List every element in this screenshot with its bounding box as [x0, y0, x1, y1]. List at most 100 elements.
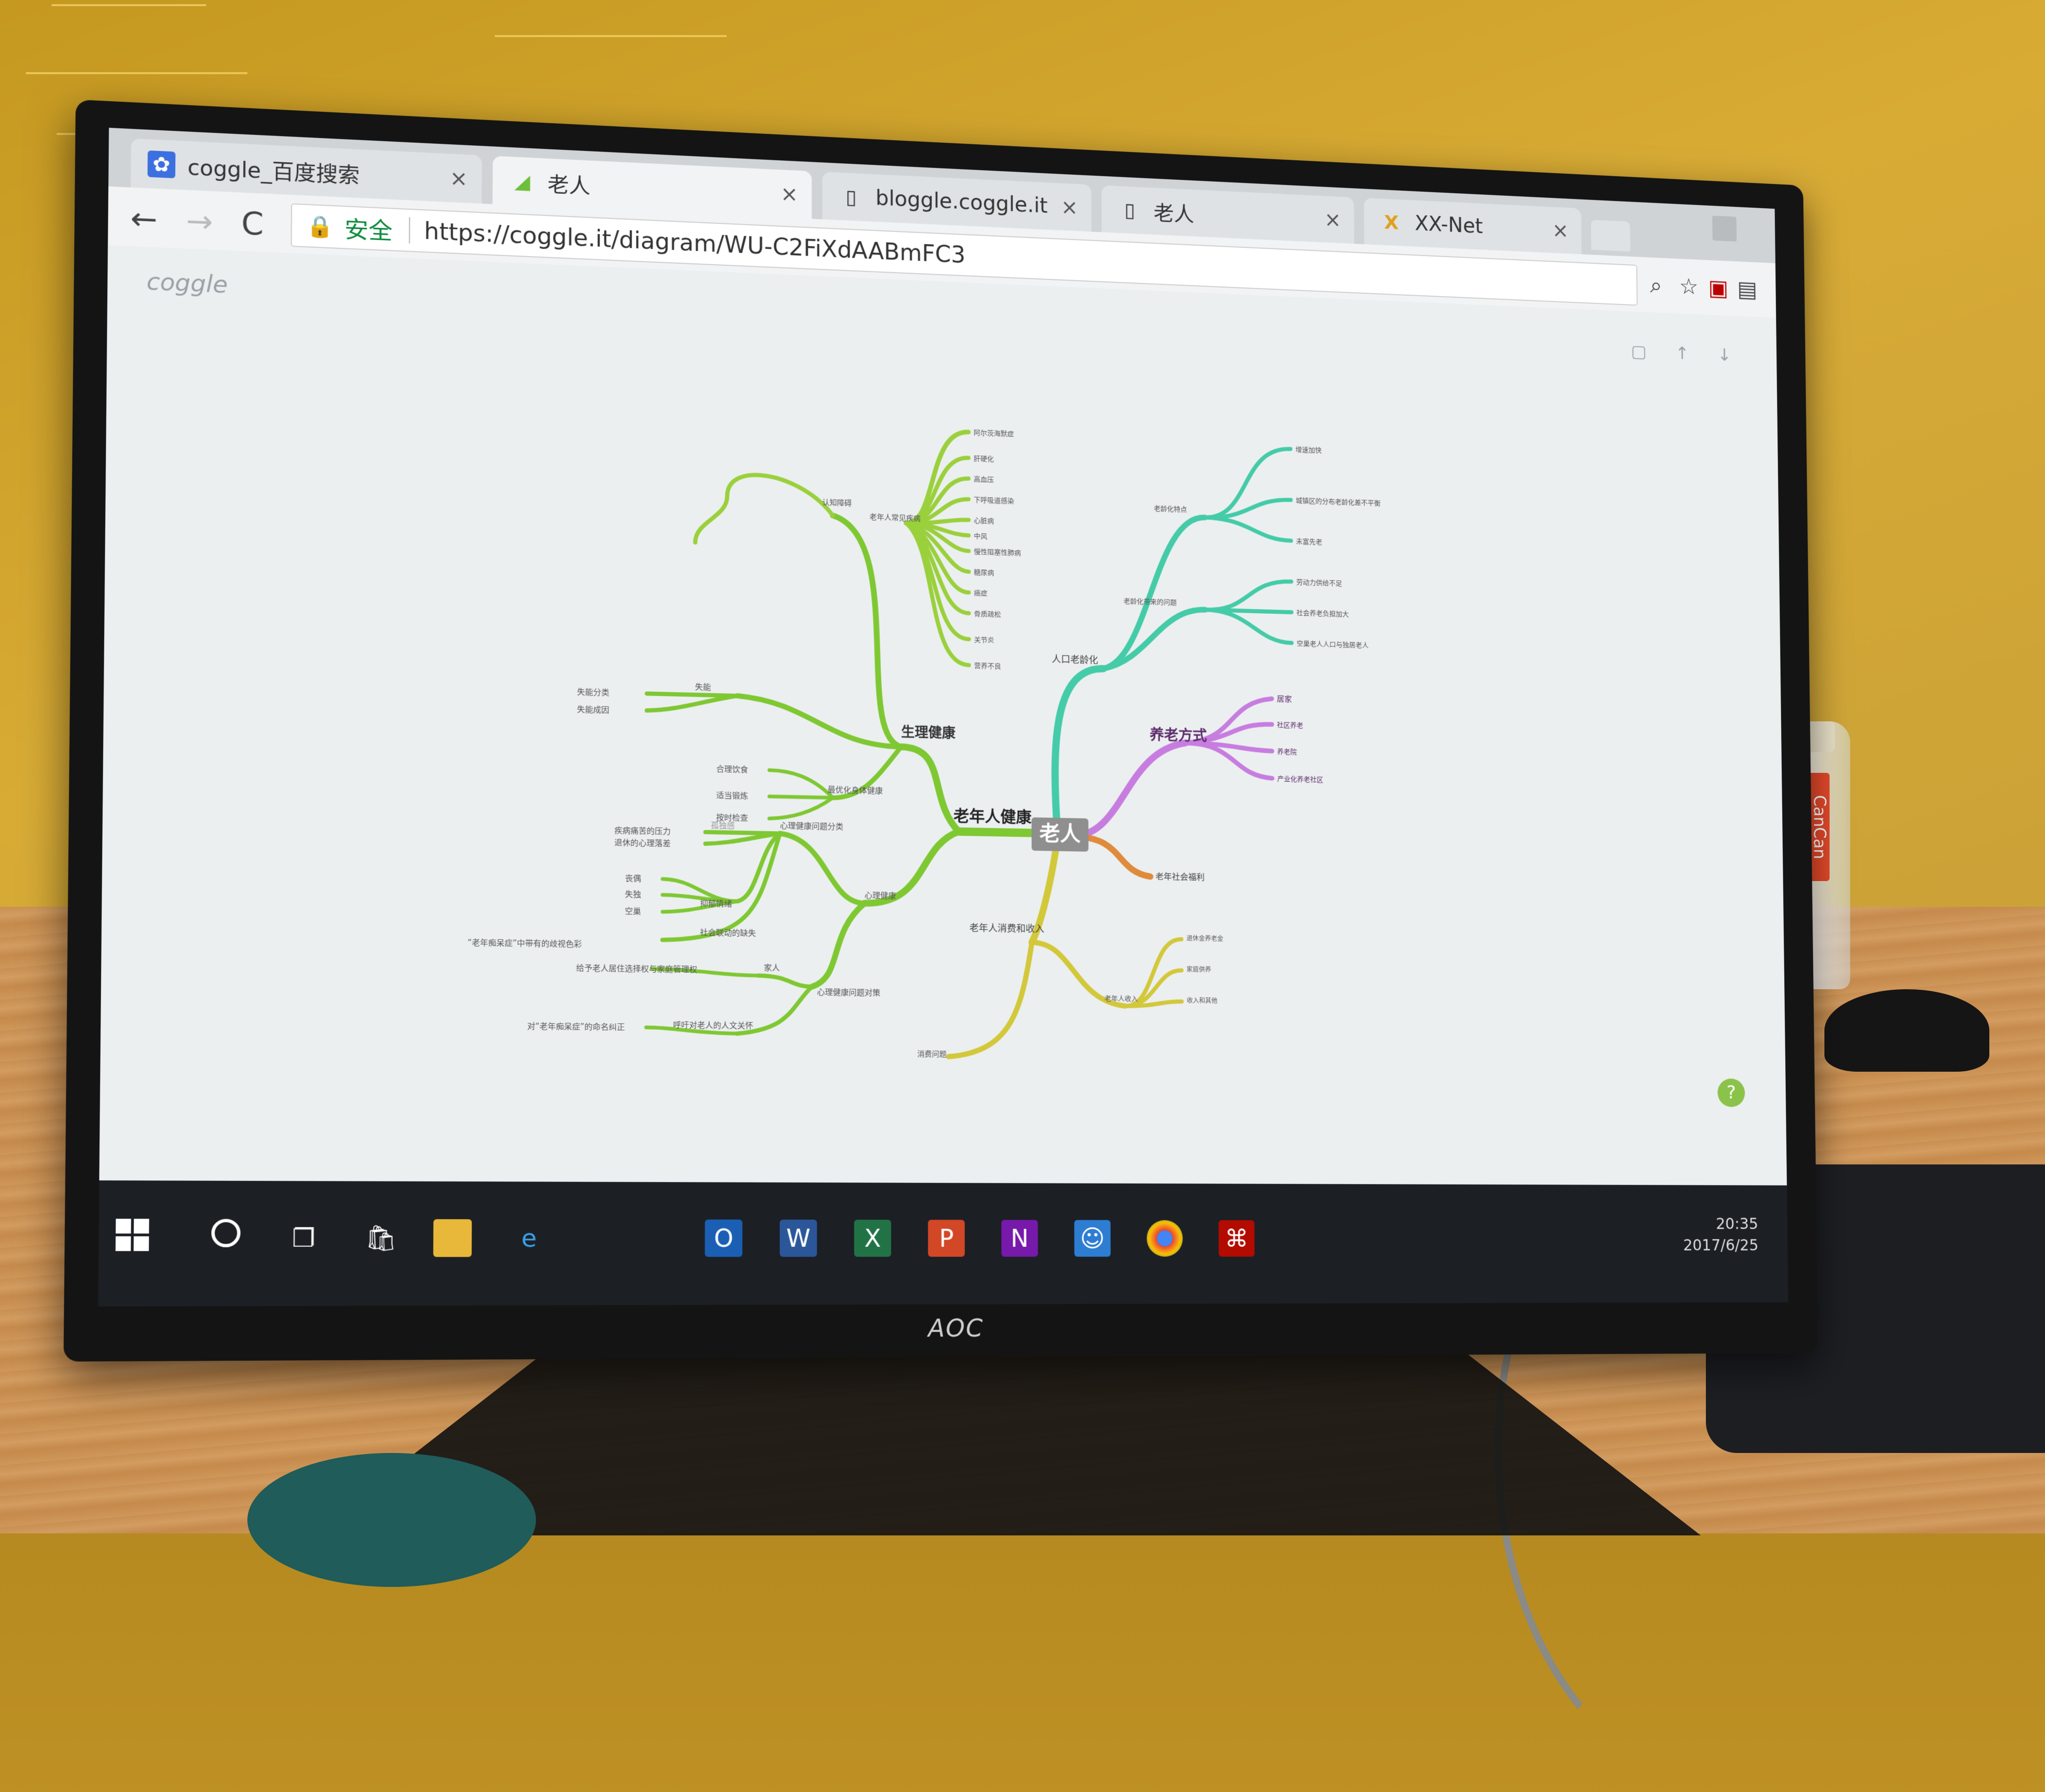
word-icon[interactable]: W — [780, 1220, 817, 1257]
node-pension-child[interactable]: 产业化养老社区 — [1277, 775, 1323, 784]
node-depression-child[interactable]: 空巢 — [625, 907, 641, 917]
forward-arrow-icon[interactable]: → — [186, 202, 213, 240]
node-family[interactable]: 家人 — [764, 963, 780, 973]
onenote-icon[interactable]: N — [1001, 1220, 1038, 1257]
node-disease[interactable]: 骨质疏松 — [974, 610, 1001, 619]
pdf-extension-icon[interactable]: ▣ — [1708, 275, 1729, 301]
node-diet-child[interactable]: 适当锻炼 — [716, 791, 748, 801]
profile-icon[interactable] — [1712, 216, 1736, 242]
node-pension-child[interactable]: 居家 — [1277, 695, 1292, 704]
node-loneliness[interactable]: 孤独感 — [711, 821, 735, 831]
node-physical[interactable]: 生理健康 — [901, 724, 956, 741]
node-depression-child[interactable]: 失独 — [625, 890, 641, 900]
node-pension[interactable]: 养老方式 — [1150, 726, 1208, 745]
node-income-child[interactable]: 家庭供养 — [1186, 966, 1211, 973]
node-consumption[interactable]: 老年人消费和收入 — [969, 923, 1044, 935]
node-income-child[interactable]: 收入和其他 — [1187, 997, 1218, 1005]
node-mental-left[interactable]: 疾病痛苦的压力 — [614, 826, 671, 836]
node-aging[interactable]: 人口老龄化 — [1052, 654, 1098, 666]
node-disease[interactable]: 糖尿病 — [974, 568, 994, 577]
node-social-link[interactable]: 社会联动的缺失 — [700, 928, 756, 938]
outlook-icon[interactable]: O — [705, 1220, 743, 1257]
node-aging-problem-child[interactable]: 空巢老人人口与独居老人 — [1297, 639, 1369, 649]
node-aging-feature[interactable]: 老龄化特点 — [1154, 504, 1187, 514]
node-aging-feature-child[interactable]: 城镇区的分布老龄化差不平衡 — [1296, 497, 1381, 508]
lock-icon: 🔒 — [306, 213, 333, 240]
node-cognitive[interactable]: 认知障碍 — [822, 498, 851, 508]
wall-light-reflection — [26, 72, 247, 74]
node-diet[interactable]: 最优化身体健康 — [828, 785, 883, 796]
node-disease[interactable]: 高血压 — [974, 475, 994, 484]
store-icon[interactable]: 🛍 — [362, 1219, 400, 1257]
back-arrow-icon[interactable]: ← — [130, 200, 158, 238]
file-explorer-icon[interactable] — [433, 1219, 472, 1257]
zoom-icon[interactable]: ⌕ — [1650, 273, 1662, 298]
close-icon[interactable]: × — [449, 166, 467, 192]
extension-icon[interactable]: ▤ — [1737, 276, 1757, 302]
node-pension-child[interactable]: 社区养老 — [1277, 721, 1303, 730]
windows-start-icon[interactable] — [115, 1219, 149, 1252]
node-family-child[interactable]: 给予老人居住选择权与家庭管理权 — [576, 963, 697, 974]
acrobat-icon[interactable]: ⌘ — [1218, 1220, 1254, 1257]
monitor: ✿ coggle_百度搜索 × ◢ 老人 × ▯ bloggle.coggle.… — [63, 99, 1818, 1362]
edge-icon[interactable]: e — [510, 1219, 548, 1257]
node-income[interactable]: 老年人收入 — [1104, 994, 1138, 1003]
node-disease[interactable]: 阿尔茨海默症 — [974, 429, 1014, 438]
page-icon: ▯ — [1117, 197, 1143, 224]
close-icon[interactable]: × — [780, 182, 798, 207]
contacts-icon[interactable]: ☺ — [1074, 1220, 1111, 1257]
node-humanism[interactable]: 呼吁对老人的人文关怀 — [673, 1020, 753, 1030]
reload-icon[interactable]: C — [241, 205, 264, 242]
node-disease[interactable]: 心脏病 — [974, 517, 994, 526]
node-disease[interactable]: 中风 — [974, 532, 987, 541]
powerpoint-icon[interactable]: P — [928, 1220, 965, 1257]
node-common-diseases[interactable]: 老年人常见疾病 — [869, 513, 920, 523]
node-disability-child[interactable]: 失能分类 — [577, 687, 610, 698]
node-pension-child[interactable]: 养老院 — [1277, 748, 1297, 756]
node-mental-class[interactable]: 心理健康问题分类 — [780, 821, 843, 831]
node-depression[interactable]: 抑郁情绪 — [700, 899, 732, 908]
node-mental-solution[interactable]: 心理健康问题对策 — [817, 988, 880, 998]
task-view-icon[interactable]: ❐ — [284, 1219, 323, 1257]
node-health[interactable]: 老年人健康 — [953, 807, 1032, 827]
node-humanism-child[interactable]: 对“老年痴呆症”的命名纠正 — [527, 1022, 625, 1032]
help-button[interactable]: ? — [1717, 1078, 1745, 1107]
node-disease[interactable]: 癌症 — [974, 589, 987, 598]
node-aging-problem-child[interactable]: 社会养老负担加大 — [1297, 609, 1349, 619]
node-disease[interactable]: 关节炎 — [974, 636, 994, 645]
coggle-page: coggle ▢ ↑ ↓ — [99, 245, 1787, 1186]
root-label: 老人 — [1040, 821, 1081, 846]
close-icon[interactable]: × — [1325, 208, 1342, 232]
node-depression-child[interactable]: 丧偶 — [625, 874, 641, 884]
node-disease[interactable]: 肝硬化 — [974, 454, 994, 463]
node-disease[interactable]: 下呼吸道感染 — [974, 495, 1014, 505]
node-aging-problem[interactable]: 老龄化带来的问题 — [1124, 597, 1177, 607]
omnibox-divider — [409, 217, 410, 243]
new-tab-button[interactable] — [1591, 220, 1630, 252]
url-text: https://coggle.it/diagram/WU-C2FiXdAABmF… — [424, 217, 966, 268]
node-mental-left[interactable]: 退休的心理落差 — [614, 838, 671, 848]
node-aging-feature-child[interactable]: 未富先老 — [1296, 537, 1322, 546]
close-icon[interactable]: × — [1061, 195, 1078, 219]
windows-taskbar: ❐ 🛍 e O W X P N ☺ ⌘ 20:35 2017/6/25 — [98, 1180, 1788, 1307]
node-disease[interactable]: 营养不良 — [974, 662, 1001, 670]
node-disability[interactable]: 失能 — [695, 682, 711, 692]
node-aging-feature-child[interactable]: 增速加快 — [1296, 446, 1322, 454]
clock-time: 20:35 — [1683, 1213, 1758, 1235]
close-icon[interactable]: × — [1552, 219, 1569, 243]
star-icon[interactable]: ☆ — [1679, 274, 1699, 300]
chrome-icon[interactable] — [1147, 1220, 1183, 1257]
system-clock[interactable]: 20:35 2017/6/25 — [1683, 1213, 1758, 1256]
node-welfare[interactable]: 老年社会福利 — [1155, 872, 1204, 882]
excel-icon[interactable]: X — [854, 1220, 891, 1257]
node-consumption-problem[interactable]: 消费问题 — [917, 1050, 947, 1059]
node-mental[interactable]: 心理健康 — [864, 891, 896, 901]
node-disability-child[interactable]: 失能成因 — [577, 705, 610, 715]
node-disease[interactable]: 慢性阻塞性肺病 — [974, 547, 1021, 557]
screen: ✿ coggle_百度搜索 × ◢ 老人 × ▯ bloggle.coggle.… — [98, 128, 1788, 1307]
node-aging-problem-child[interactable]: 劳动力供给不足 — [1296, 578, 1342, 587]
node-quote[interactable]: “老年痴呆症”中带有的歧视色彩 — [467, 938, 582, 949]
cortana-icon[interactable] — [211, 1219, 241, 1247]
node-income-child[interactable]: 退休金养老金 — [1186, 934, 1223, 942]
node-diet-child[interactable]: 合理饮食 — [716, 765, 748, 774]
